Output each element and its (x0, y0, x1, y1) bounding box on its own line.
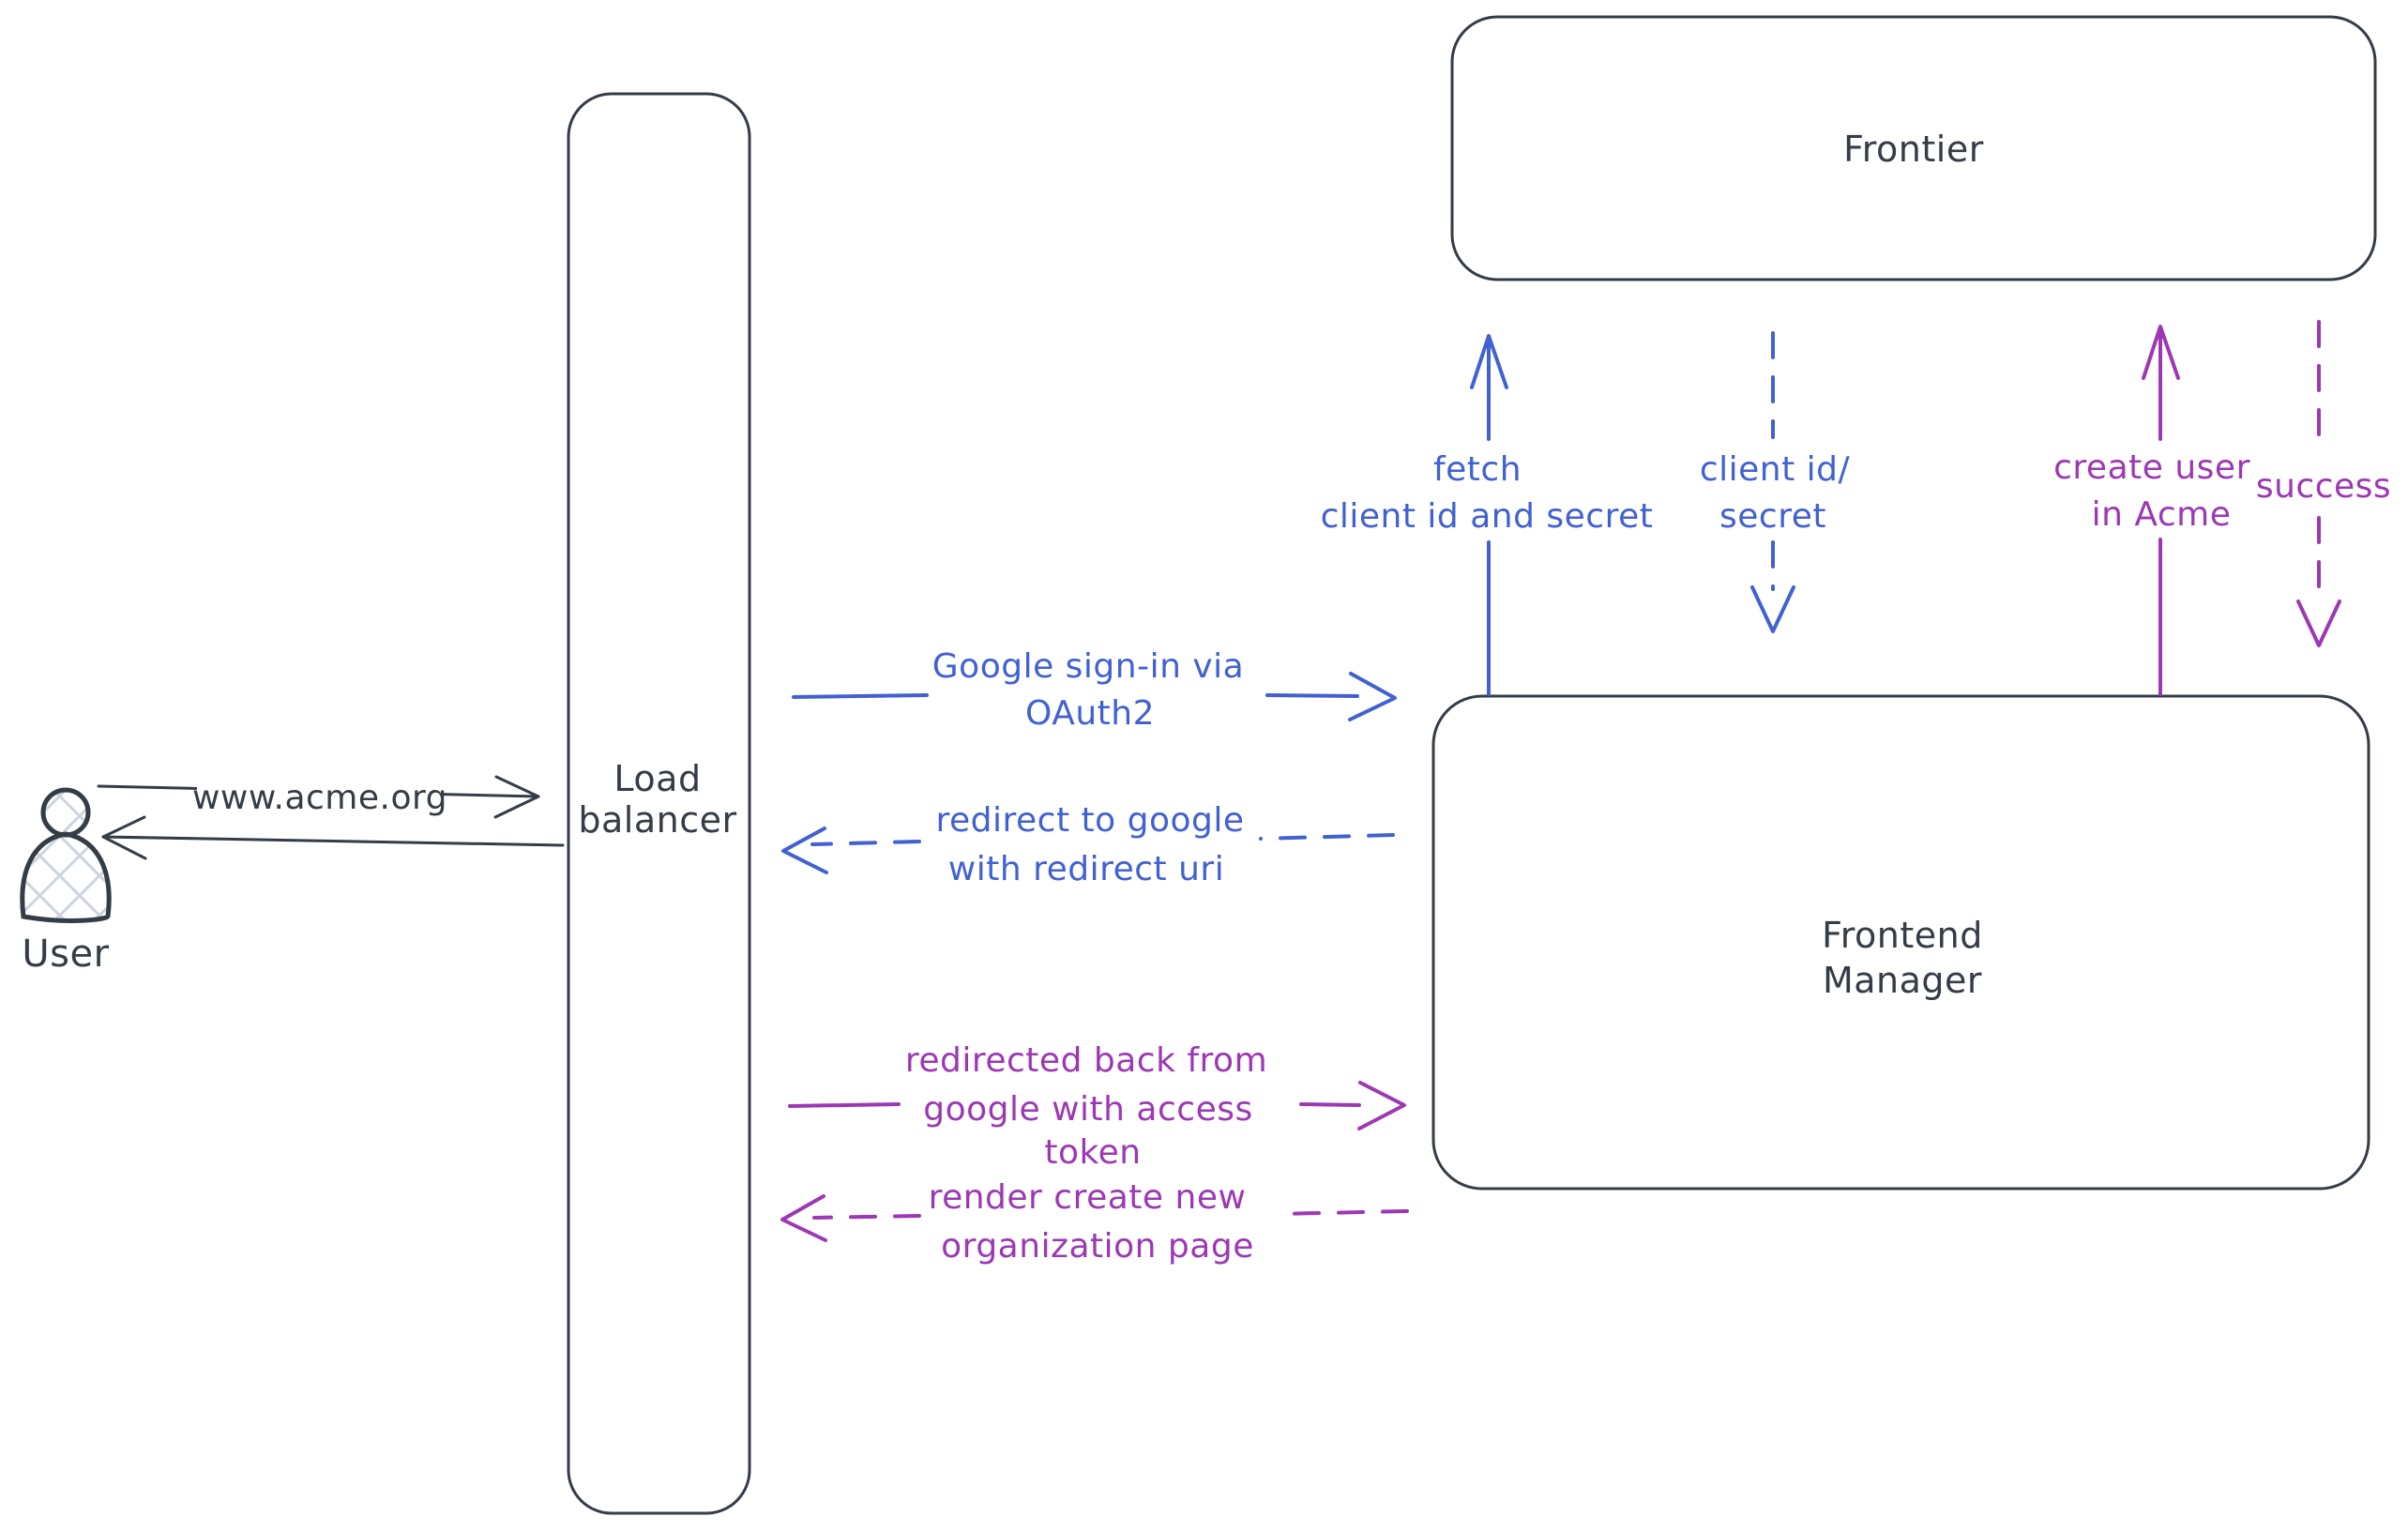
arrowhead-up-icon (1470, 334, 1508, 389)
user-label: User (22, 933, 109, 976)
edge-redirected-back-line1: redirected back from (905, 1041, 1267, 1080)
edge-client-id-secret-line2: secret (1719, 497, 1826, 536)
edge-render-org-page: render create new organization page (780, 1178, 1409, 1266)
edge-lb-to-user (101, 815, 565, 860)
edge-create-user-line1: create user (2053, 448, 2250, 487)
edge-google-signin-line2: OAuth2 (1025, 694, 1155, 733)
edge-user-to-lb-label: www.acme.org (192, 779, 447, 817)
load-balancer-label-line1: Load (613, 758, 701, 799)
edge-redirected-back-line3: token (1044, 1133, 1141, 1172)
user-actor: User (20, 787, 112, 976)
edge-client-id-secret-line1: client id/ (1700, 450, 1851, 489)
edge-google-signin-line1: Google sign-in via (932, 647, 1244, 686)
load-balancer-label-line2: balancer (578, 799, 736, 841)
edge-create-user: create user in Acme (2053, 325, 2250, 696)
edge-redirected-back-line2: google with access (923, 1090, 1252, 1129)
edge-client-id-secret: client id/ secret (1700, 331, 1851, 633)
arrowhead-down-icon (1750, 585, 1795, 633)
frontend-manager-label-line2: Manager (1823, 960, 1982, 1001)
node-load-balancer: Load balancer (567, 92, 751, 1515)
arrowhead-right-icon (1357, 1081, 1406, 1130)
edge-render-org-page-line1: render create new (929, 1178, 1247, 1217)
arrowhead-left-icon (780, 1194, 827, 1242)
edge-render-org-page-line2: organization page (941, 1227, 1254, 1266)
edge-redirect-to-google-line2: with redirect uri (948, 850, 1224, 888)
edge-label-mask (197, 777, 443, 820)
edge-redirect-to-google-line1: redirect to google (935, 801, 1244, 840)
frontier-label: Frontier (1843, 129, 1984, 170)
edge-success-label: success (2256, 467, 2391, 506)
edge-fetch-client: fetch client id and secret (1321, 334, 1654, 696)
user-head-icon (40, 787, 91, 838)
arrowhead-right-icon (1348, 672, 1397, 721)
frontend-manager-label-line1: Frontend (1822, 915, 1983, 956)
edge-create-user-line2: in Acme (2092, 495, 2232, 534)
arrowhead-up-icon (2142, 325, 2180, 380)
edge-redirected-back: redirected back from google with access … (788, 1041, 1406, 1172)
edge-success: success (2256, 320, 2391, 647)
arrowhead-right-icon (493, 775, 540, 819)
frontend-manager-box (1431, 694, 2370, 1191)
arrowhead-left-icon (101, 815, 147, 860)
load-balancer-box (567, 92, 751, 1515)
edge-google-signin: Google sign-in via OAuth2 (792, 647, 1397, 733)
arrowhead-down-icon (2296, 599, 2341, 647)
edge-fetch-client-line2: client id and secret (1321, 497, 1654, 536)
node-frontend-manager: Frontend Manager (1431, 694, 2370, 1191)
edge-redirect-to-google: redirect to google with redirect uri (781, 801, 1395, 888)
node-frontier: Frontier (1450, 15, 2377, 281)
arrowhead-left-icon (781, 827, 828, 874)
user-body-icon (20, 831, 112, 923)
edge-user-to-lb: www.acme.org (97, 775, 540, 820)
edge-fetch-client-line1: fetch (1433, 450, 1522, 489)
frontier-box (1450, 15, 2377, 281)
